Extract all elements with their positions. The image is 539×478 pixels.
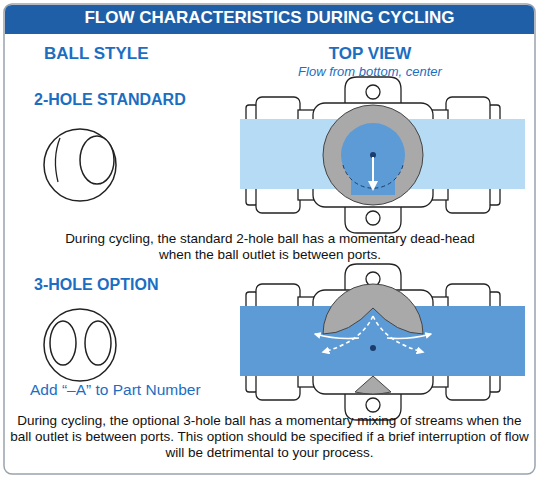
column-heading: TOP VIEW	[270, 44, 470, 64]
column-heading: BALL STYLE	[44, 44, 224, 64]
valve-three-hole	[240, 264, 525, 420]
valve-standard	[240, 77, 525, 233]
two-hole-ball	[44, 129, 116, 201]
title: FLOW CHARACTERISTICS DURING CYCLING	[5, 8, 534, 28]
subheading: Flow from bottom, center	[250, 64, 490, 80]
frame	[4, 4, 535, 474]
option-heading: 2-HOLE STANDARD	[34, 90, 234, 109]
part-note: Add “–A” to Part Number	[30, 381, 250, 400]
three-hole-ball	[44, 309, 116, 381]
caption: During cycling, the optional 3-hole ball…	[10, 413, 529, 462]
header-band	[5, 5, 534, 34]
caption: During cycling, the standard 2-hole ball…	[50, 231, 490, 263]
option-heading: 3-HOLE OPTION	[34, 275, 234, 294]
